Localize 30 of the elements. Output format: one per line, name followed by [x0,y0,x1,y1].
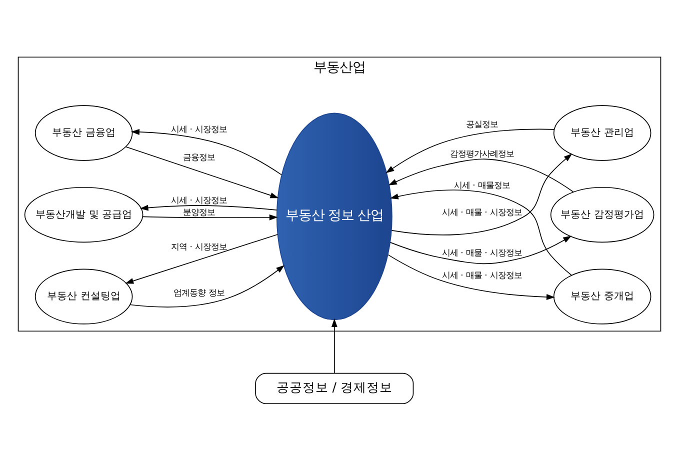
arrow [125,146,279,198]
arrow [390,235,572,264]
arrow [140,204,278,210]
edge-label: 시세 · 매물 · 시장정보 [442,270,522,280]
edge-label: 시세 · 매물 · 시장정보 [442,246,522,257]
node-ellipse: 부동산 중개업 [553,268,652,324]
node-ellipse: 부동산개발 및 공급업 [24,186,144,242]
arrow [130,264,285,307]
edge-label: 금융정보 [183,151,216,162]
arrow [388,254,555,300]
edge-label: 공실정보 [466,118,498,129]
arrow [390,189,572,276]
arrow [388,158,574,192]
node-ellipse: 부동산 컨설팅업 [34,268,133,324]
node-ellipse: 부동산 금융업 [34,104,133,160]
arrow [331,318,338,373]
edge-label: 업계동향 정보 [174,287,224,298]
edge-label: 감정평가사례정보 [450,148,514,158]
edge-label: 지역 · 시장정보 [171,240,228,251]
edge-label: 시세 · 시장정보 [171,124,228,134]
edge-label: 시세 · 시장정보 [171,194,228,204]
edge-label: 시세 · 매물정보 [454,179,510,190]
arrow [142,214,278,220]
arrow [125,234,278,284]
arrow [131,128,282,175]
node-box: 공공정보 / 경제정보 [255,372,414,404]
edge-label: 분양정보 [183,206,216,216]
edge-label: 시세 · 매물 · 시장정보 [442,206,522,216]
arrow [386,128,555,173]
arrow [391,153,572,235]
